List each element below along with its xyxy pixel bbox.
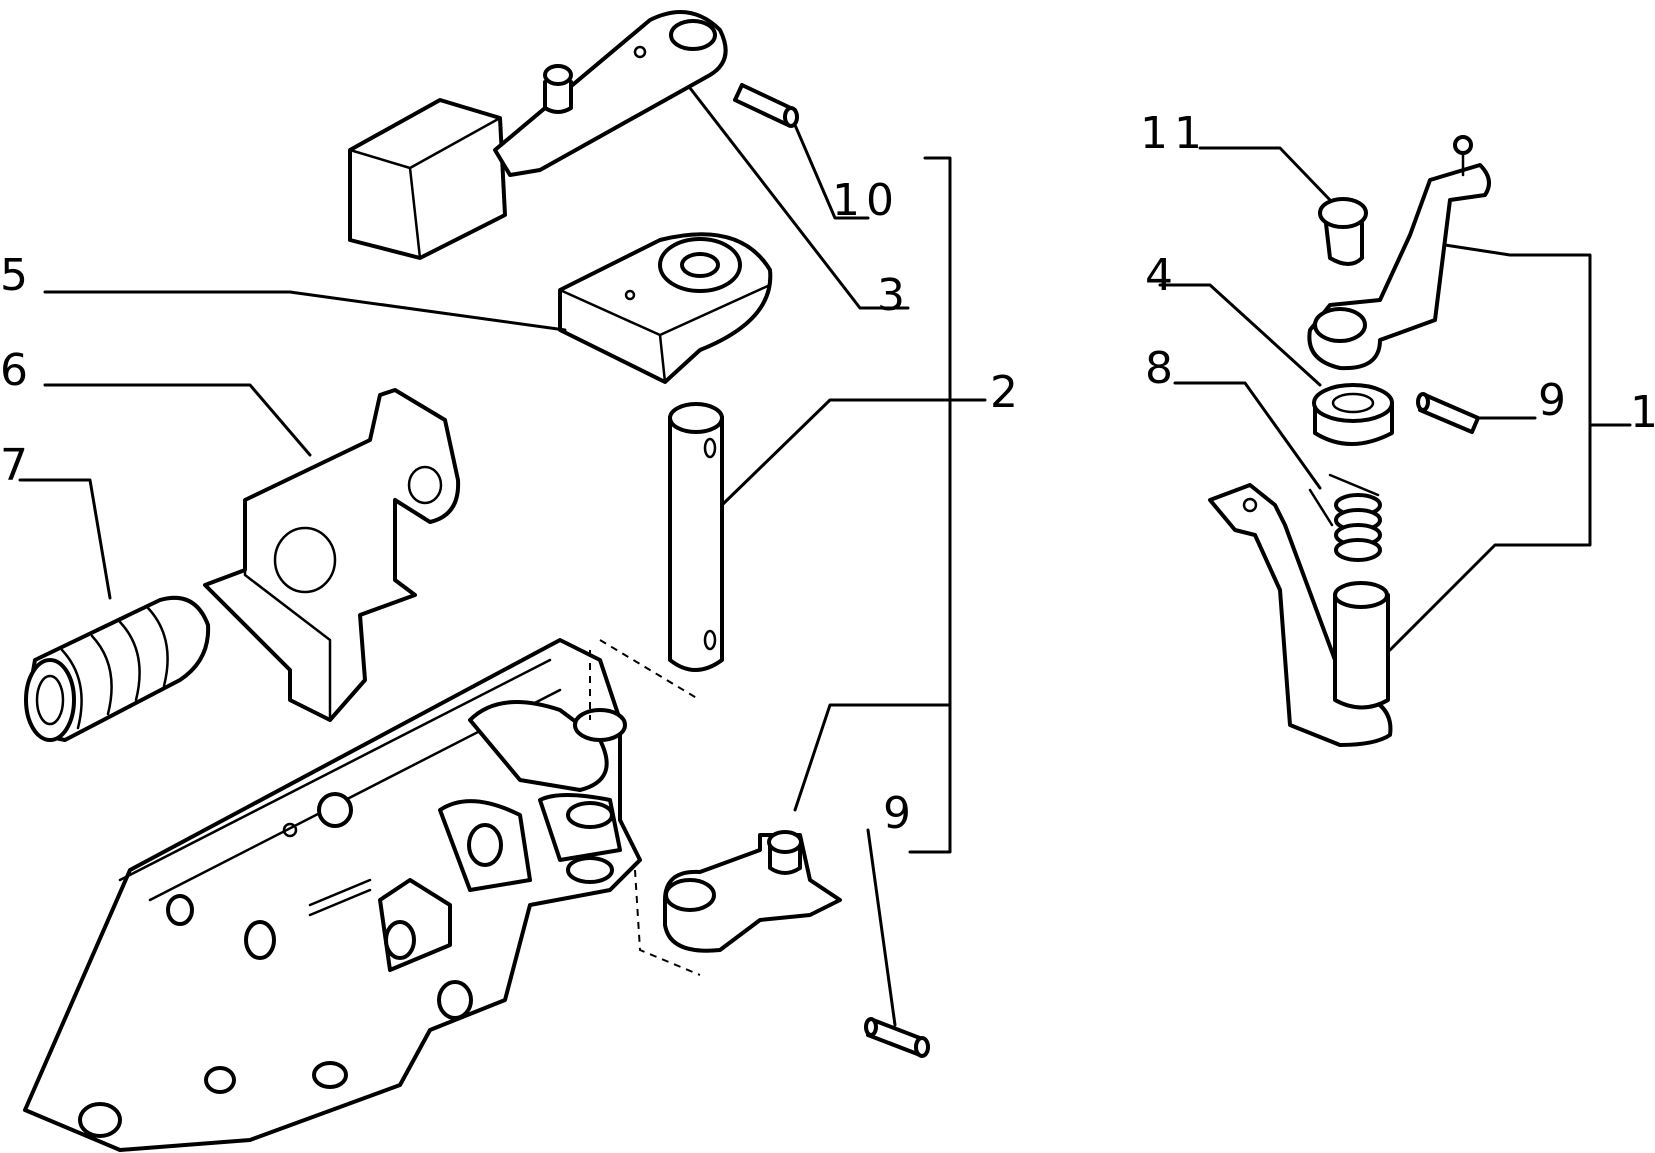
- part-10-pin: [733, 83, 799, 128]
- part-5-bearing-housing: [558, 232, 773, 384]
- callout-6: 6: [0, 345, 34, 396]
- callout-11: 11: [1140, 108, 1208, 159]
- lower-lever-assembly: [663, 830, 842, 953]
- part-4-washer: [1312, 383, 1394, 446]
- part-9-pin-right: [1416, 392, 1480, 434]
- callout-9-right: 9: [1538, 375, 1572, 426]
- part-11-cap: [1318, 197, 1368, 266]
- callout-3: 3: [877, 270, 911, 321]
- callout-labels: 1 2 3 4 5 6 7 8 9 9 10 11: [0, 108, 1655, 839]
- part-6-bracket: [203, 388, 461, 722]
- callout-4: 4: [1145, 250, 1179, 301]
- part-2-shaft: [668, 402, 724, 672]
- part-3-lever-with-weight: [348, 10, 728, 260]
- callout-10: 10: [832, 175, 900, 226]
- part-7-bellows: [24, 595, 211, 742]
- callout-2: 2: [990, 367, 1024, 418]
- part-8-spring: [1308, 473, 1382, 562]
- leader-lines: [18, 86, 1632, 1027]
- callout-1: 1: [1630, 387, 1655, 438]
- callout-7: 7: [0, 440, 34, 491]
- housing-body: [23, 638, 701, 1152]
- part-9-pin-lower: [864, 1017, 930, 1058]
- callout-9-lower: 9: [883, 788, 917, 839]
- part-1-upper-lever: [1307, 135, 1491, 371]
- callout-5: 5: [0, 250, 34, 301]
- part-1-lower-lever: [1208, 483, 1393, 747]
- callout-8: 8: [1145, 343, 1179, 394]
